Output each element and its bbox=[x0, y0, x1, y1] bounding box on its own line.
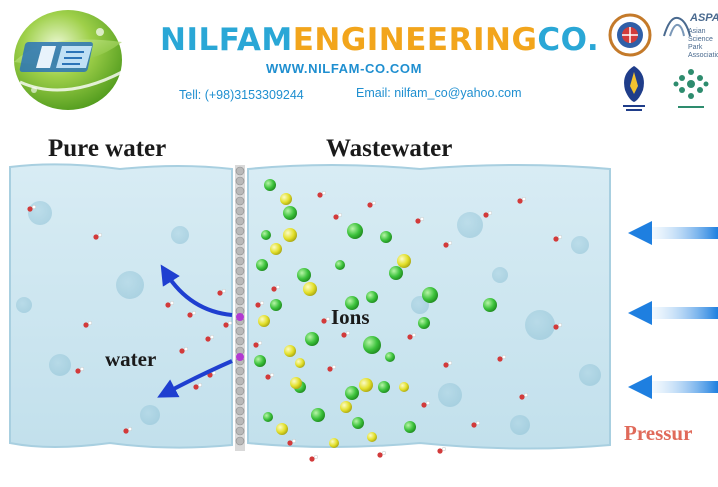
wastewater-box bbox=[247, 164, 611, 450]
website-link[interactable]: WWW.NILFAM-CO.COM bbox=[266, 61, 423, 76]
company-name-part3: CO. bbox=[537, 22, 600, 58]
aspa-subtitle: Asian Science Park Association bbox=[688, 28, 718, 59]
email-address[interactable]: Email: nilfam_co@yahoo.com bbox=[356, 86, 522, 100]
aspa-logo-icon bbox=[663, 16, 691, 37]
pressure-arrow-2-icon bbox=[628, 301, 718, 325]
diagram-canvas bbox=[9, 163, 718, 462]
ions-green bbox=[254, 179, 497, 433]
wastewater-label: Wastewater bbox=[326, 135, 453, 162]
ions-label: Ions bbox=[331, 305, 370, 329]
company-name: NILFAMENGINEERINGCO. bbox=[160, 22, 599, 58]
science-park-emblem-icon bbox=[673, 69, 709, 108]
nilfam-logo bbox=[14, 10, 123, 110]
water-label: water bbox=[105, 347, 157, 371]
pressure-arrows bbox=[628, 221, 718, 399]
pressure-arrow-3-icon bbox=[628, 375, 718, 399]
pressure-arrow-1-icon bbox=[628, 221, 718, 245]
osmosis-diagram: Pure water Wastewater Ions water Pressur bbox=[0, 125, 718, 487]
water-molecules bbox=[27, 190, 563, 462]
flow-arrow-up-icon bbox=[160, 264, 233, 317]
membrane bbox=[235, 165, 245, 451]
pure-water-label: Pure water bbox=[48, 135, 167, 162]
ions-yellow bbox=[258, 193, 411, 448]
company-name-part1: NILFAM bbox=[160, 22, 293, 58]
header: NILFAMENGINEERINGCO. WWW.NILFAM-CO.COM T… bbox=[0, 0, 718, 125]
aspa-title: ASPA bbox=[690, 12, 718, 24]
company-name-part2: ENGINEERING bbox=[292, 22, 538, 58]
pressure-label: Pressur bbox=[624, 421, 693, 445]
flow-arrow-down-icon bbox=[157, 359, 233, 398]
university-emblem-icon bbox=[623, 66, 645, 111]
association-seal-1-icon bbox=[608, 13, 652, 57]
telephone: Tell: (+98)3153309244 bbox=[179, 88, 304, 102]
